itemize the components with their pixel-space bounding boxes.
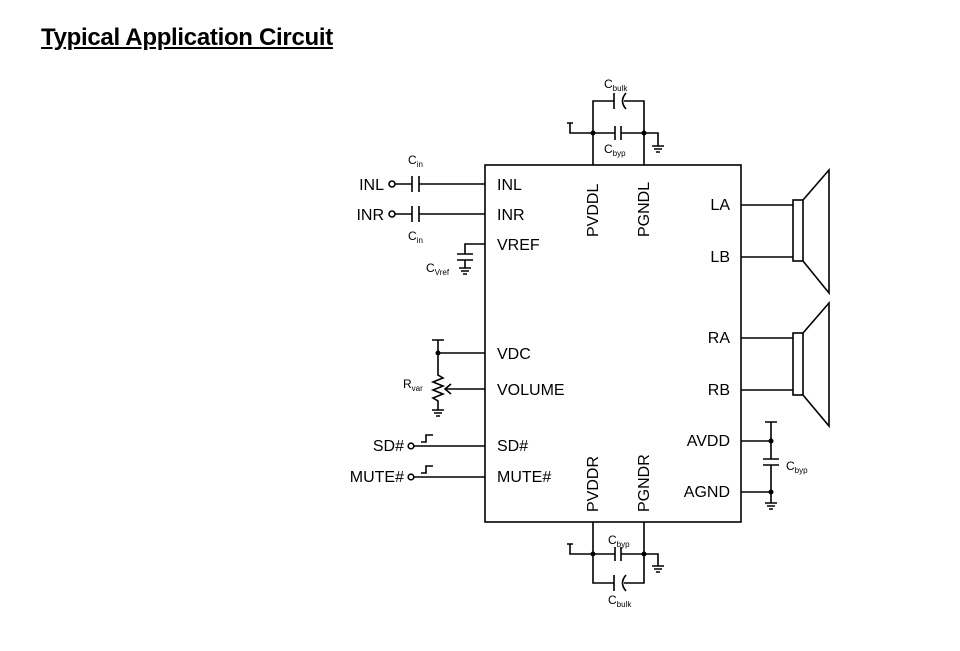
cbulk-top-capacitor — [613, 92, 627, 110]
input-inr-terminal[interactable] — [388, 210, 396, 218]
page-title: Typical Application Circuit — [41, 24, 333, 51]
cin-top-label: Cin — [408, 153, 423, 169]
junction-dot — [768, 438, 774, 444]
speaker-left-icon — [741, 167, 830, 296]
ground-icon — [459, 267, 471, 275]
pin-avdd: AVDD — [687, 433, 730, 450]
cbulk-top-label: Cbulk — [604, 77, 628, 93]
pin-volume: VOLUME — [497, 382, 565, 399]
ground-icon — [652, 565, 664, 573]
step-signal-icon — [421, 434, 433, 443]
pin-mute: MUTE# — [497, 469, 551, 486]
cin-inl-capacitor — [395, 176, 485, 192]
input-mute-terminal[interactable] — [407, 473, 415, 481]
cin-bottom-label: Cin — [408, 229, 423, 245]
pin-lb: LB — [710, 249, 730, 266]
cbyp-bottom-capacitor — [567, 543, 659, 566]
rvar-resistor — [430, 353, 446, 410]
input-inl-terminal[interactable] — [388, 180, 396, 188]
cbulk-top-wires — [592, 100, 645, 165]
cbyp-top-capacitor — [567, 122, 659, 146]
cbulk-bottom-label: Cbulk — [608, 593, 632, 609]
junction-dot — [590, 130, 596, 136]
cbyp-bottom-label: Cbyp — [608, 533, 630, 549]
input-inl-label: INL — [359, 177, 384, 194]
pin-ra: RA — [708, 330, 731, 347]
avdd-agnd-wires — [741, 440, 771, 493]
pin-pvddl: PVDDL — [585, 184, 602, 237]
junction-dot — [641, 130, 647, 136]
cvref-capacitor — [457, 243, 485, 268]
rvar-wiper[interactable] — [443, 383, 485, 395]
pin-inr: INR — [497, 207, 525, 224]
pin-la: LA — [710, 197, 730, 214]
pin-pvddr: PVDDR — [585, 456, 602, 512]
ground-icon — [652, 145, 664, 153]
cbyp-right-label: Cbyp — [786, 459, 808, 475]
pin-pgndl: PGNDL — [636, 182, 653, 237]
ground-icon — [432, 409, 444, 417]
cin-inr-capacitor — [395, 206, 485, 222]
junction-dot — [641, 551, 647, 557]
pin-vref: VREF — [497, 237, 540, 254]
cvref-label: CVref — [426, 261, 450, 277]
vdc-supply-wire — [432, 339, 485, 354]
junction-dot — [590, 551, 596, 557]
rvar-label: Rvar — [403, 377, 423, 393]
pin-sd: SD# — [497, 438, 528, 455]
input-mute-label: MUTE# — [350, 469, 404, 486]
pin-agnd: AGND — [684, 484, 730, 501]
cbulk-bottom-wires — [592, 522, 645, 584]
pin-inl: INL — [497, 177, 522, 194]
input-sd-label: SD# — [373, 438, 404, 455]
cbulk-bottom-capacitor — [613, 574, 627, 592]
pin-vdc: VDC — [497, 346, 531, 363]
speaker-right-icon — [741, 300, 830, 429]
input-inr-label: INR — [356, 207, 384, 224]
amplifier-chip — [484, 164, 742, 523]
pin-pgndr: PGNDR — [636, 454, 653, 512]
pin-rb: RB — [708, 382, 730, 399]
step-signal-icon — [421, 465, 433, 474]
input-sd-terminal[interactable] — [407, 442, 415, 450]
ground-icon — [765, 502, 777, 510]
junction-dot — [768, 489, 774, 495]
cbyp-top-label: Cbyp — [604, 142, 626, 158]
